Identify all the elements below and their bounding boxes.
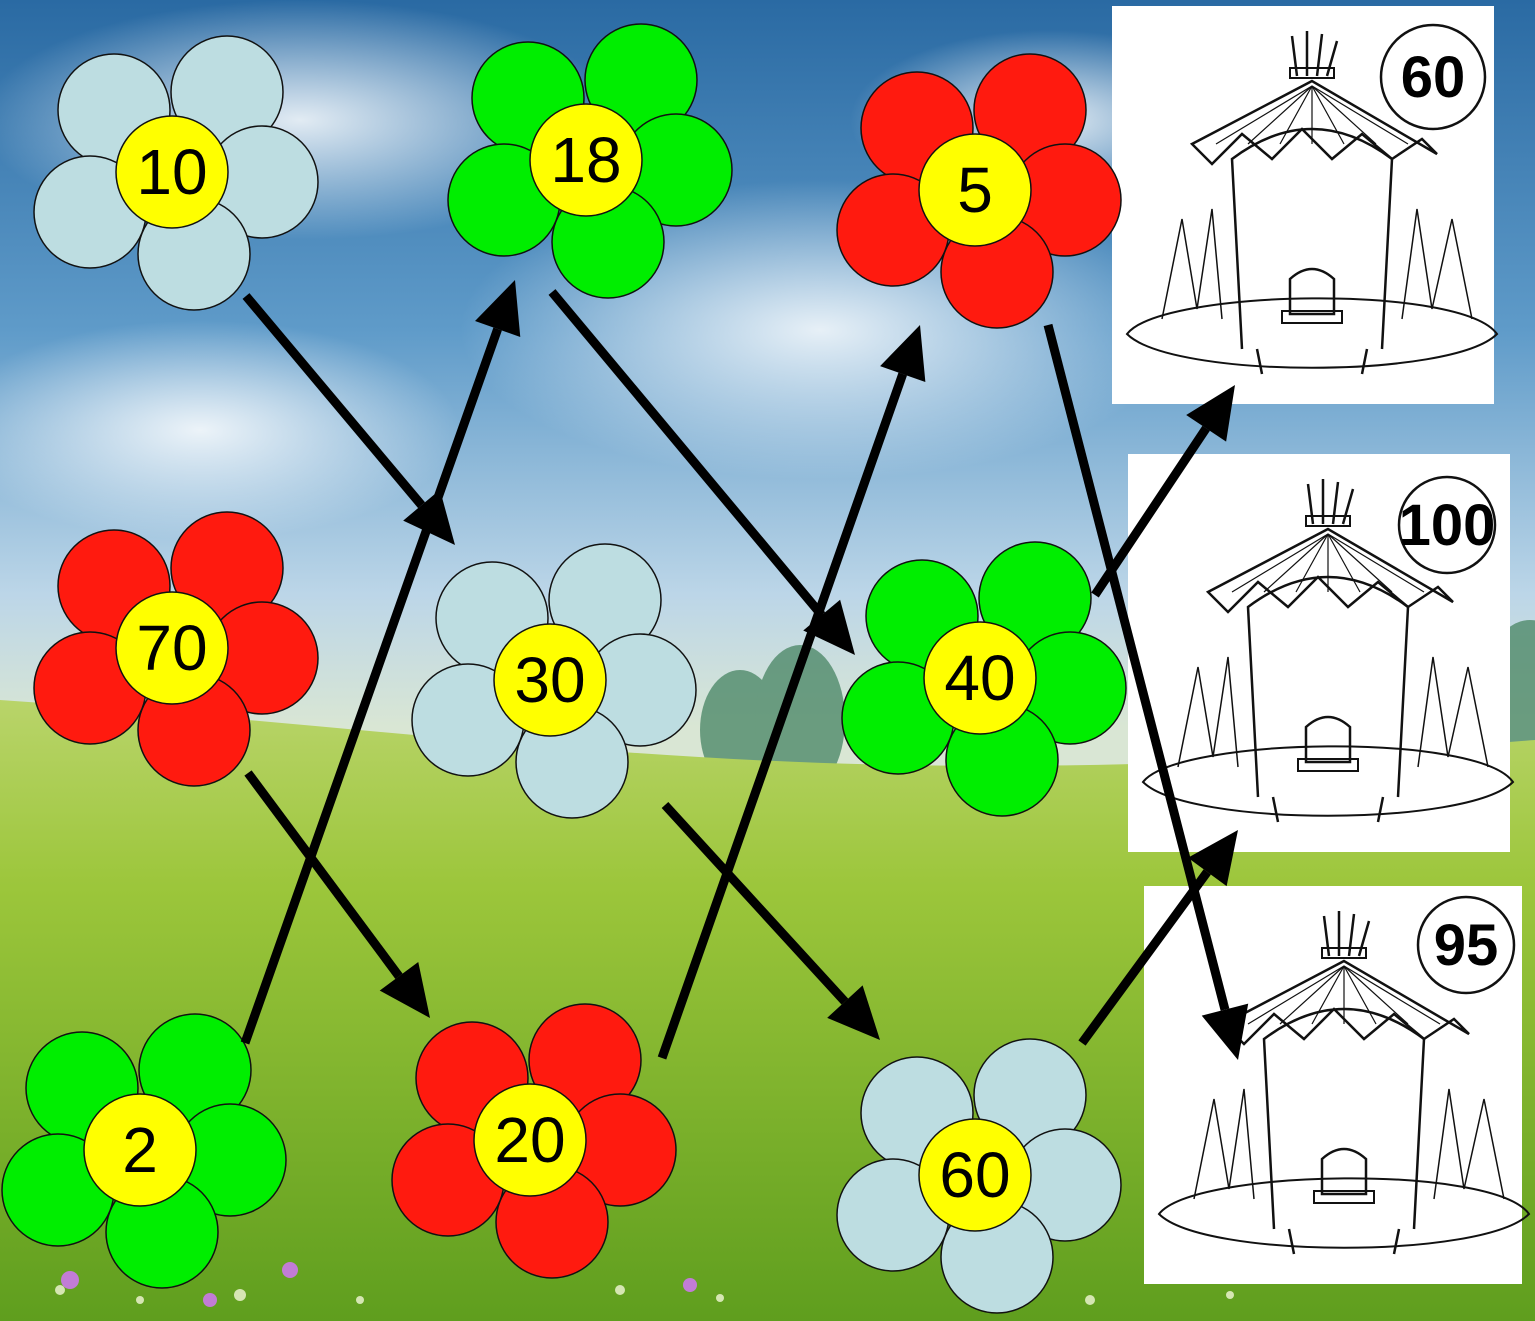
- flower-center: [918, 1118, 1032, 1232]
- flower-center: [493, 623, 607, 737]
- flower-center: [83, 1093, 197, 1207]
- arrow-shaft: [661, 801, 849, 1005]
- arrow-shaft: [242, 293, 426, 509]
- arrow-18-to-40: [548, 289, 855, 655]
- arrow-head: [1186, 385, 1235, 442]
- flower-center: [923, 621, 1037, 735]
- flower-60[interactable]: 60: [836, 1038, 1122, 1314]
- arrow-shaft: [1091, 425, 1210, 598]
- flower-2[interactable]: 2: [1, 1013, 287, 1289]
- flower-number: 40: [944, 642, 1015, 714]
- flower-center: [529, 103, 643, 217]
- house-number: 95: [1434, 913, 1499, 978]
- house-number: 60: [1401, 45, 1466, 110]
- arrow-head: [379, 961, 430, 1018]
- arrow-20-to-5: [657, 325, 926, 1060]
- house-number-badge: [1416, 895, 1516, 995]
- arrow-head: [475, 280, 521, 338]
- arrow-30-to-60: [661, 801, 880, 1040]
- arrow-head: [803, 599, 855, 655]
- arrow-40-to-60: [1091, 385, 1235, 598]
- meadow-dots: [55, 1285, 1234, 1305]
- house-card: 95: [1144, 886, 1531, 1284]
- arrow-head: [880, 325, 926, 383]
- arrow-shaft: [244, 770, 403, 979]
- arrow-60-to-100: [1078, 830, 1238, 1046]
- house-card: 100: [1128, 454, 1515, 852]
- beehive-house-drawing: [1125, 31, 1499, 375]
- flower-number: 30: [514, 644, 585, 716]
- flower-center: [918, 133, 1032, 247]
- house-number-badge: [1379, 23, 1487, 131]
- house-card: 60: [1112, 6, 1499, 404]
- arrows-layer: [240, 280, 1249, 1060]
- flowers-layer: 10 18 5 70 30 40 2 20 60: [1, 23, 1127, 1314]
- arrow-2-to-18: [240, 280, 521, 1045]
- arrow-head: [827, 985, 880, 1040]
- flower-18[interactable]: 18: [447, 23, 733, 299]
- flower-center: [473, 1083, 587, 1197]
- flower-number: 20: [494, 1104, 565, 1176]
- flower-number: 70: [136, 612, 207, 684]
- flower-number: 60: [939, 1139, 1010, 1211]
- flower-center: [115, 591, 229, 705]
- flower-30[interactable]: 30: [411, 543, 697, 819]
- meadow-flowers: [61, 1262, 697, 1307]
- arrow-shaft: [240, 327, 502, 1045]
- arrow-head: [1187, 830, 1238, 887]
- flower-40[interactable]: 40: [841, 541, 1127, 817]
- flower-70[interactable]: 70: [33, 511, 319, 787]
- flower-number: 18: [550, 124, 621, 196]
- flower-number: 5: [957, 154, 993, 226]
- flower-number: 10: [136, 136, 207, 208]
- arrow-shaft: [548, 289, 826, 618]
- arrow-shaft: [1078, 869, 1211, 1046]
- beehive-house-drawing: [1141, 479, 1515, 823]
- arrow-70-to-20: [244, 770, 430, 1018]
- flower-10[interactable]: 10: [33, 35, 319, 311]
- house-number-badge: [1397, 475, 1497, 575]
- flower-center: [115, 115, 229, 229]
- arrow-shaft: [657, 372, 907, 1060]
- arrow-head: [1201, 1003, 1249, 1060]
- flower-number: 2: [122, 1114, 158, 1186]
- house-number: 100: [1399, 493, 1496, 558]
- flower-20[interactable]: 20: [391, 1003, 677, 1279]
- houses-column: 60 100 95: [1112, 6, 1531, 1284]
- flower-5[interactable]: 5: [836, 53, 1122, 329]
